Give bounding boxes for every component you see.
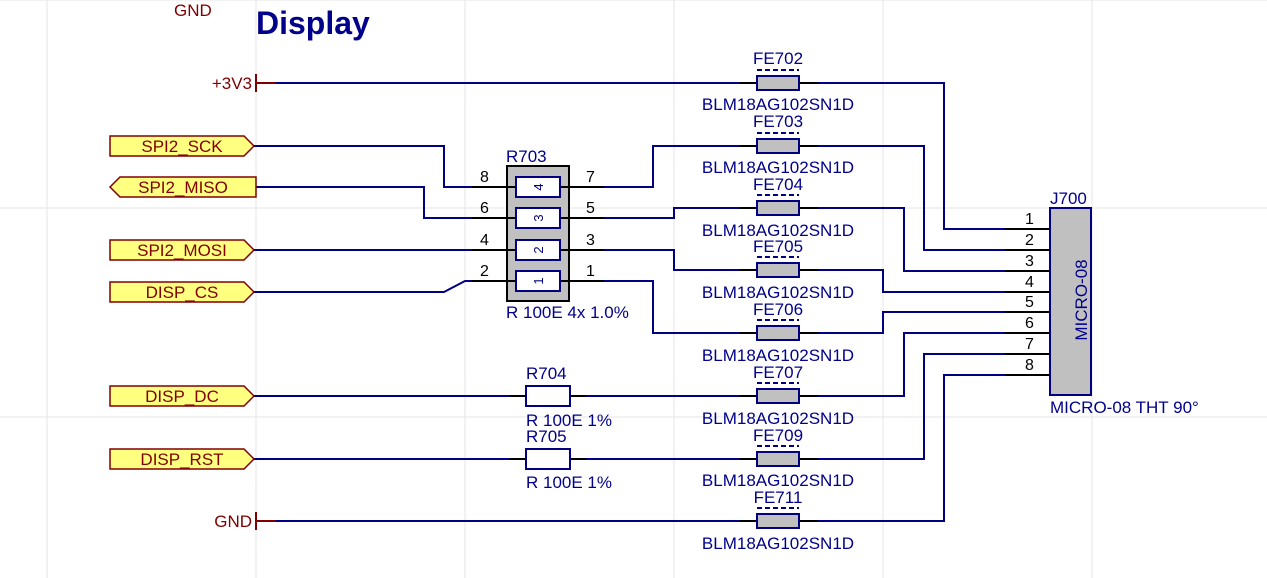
power-port-3v3[interactable]: +3V3: [212, 74, 276, 93]
port-disp-dc-label: DISP_DC: [145, 387, 219, 406]
j700-pin-2: 2: [1025, 232, 1034, 249]
r704-value: R 100E 1%: [526, 411, 612, 430]
r703-pin-7: 7: [586, 169, 595, 186]
j700-value: MICRO-08 THT 90°: [1050, 398, 1199, 417]
port-disp-cs-label: DISP_CS: [146, 283, 219, 302]
r703-pin-1: 1: [586, 263, 595, 280]
j700-pin-4: 4: [1025, 274, 1034, 291]
fe709-designator: FE709: [753, 426, 803, 445]
j700-designator: J700: [1050, 189, 1087, 208]
j700-pin-7: 7: [1025, 336, 1034, 353]
resistor-r705[interactable]: R705 R 100E 1%: [510, 427, 612, 492]
j700-body-label: MICRO-08: [1072, 259, 1091, 340]
resistor-array-r703[interactable]: R703 4 3 2 1 8 6 4 2 7 5 3 1 R 100E 4x 1…: [472, 147, 629, 322]
connector-j700[interactable]: J700 1 2 3 4 5 6 7 8 MICRO-08 MICRO-08 T…: [1005, 189, 1199, 417]
power-port-gnd[interactable]: GND: [214, 512, 276, 531]
ferrite-fe705[interactable]: FE705 BLM18AG102SN1D: [702, 237, 854, 302]
ferrite-fe707[interactable]: FE707 BLM18AG102SN1D: [702, 363, 854, 428]
sheet-title: Display: [256, 5, 370, 41]
power-port-gnd-label: GND: [214, 512, 252, 531]
top-gnd-net-label: GND: [174, 1, 212, 20]
r703-element-3: 3: [531, 214, 546, 221]
r705-value: R 100E 1%: [526, 473, 612, 492]
ferrite-fe711[interactable]: FE711 BLM18AG102SN1D: [702, 488, 854, 553]
ferrite-fe703[interactable]: FE703 BLM18AG102SN1D: [702, 112, 854, 177]
port-spi2-sck[interactable]: SPI2_SCK: [109, 135, 256, 157]
r704-designator: R704: [526, 364, 567, 383]
port-disp-rst-label: DISP_RST: [140, 450, 223, 469]
fe706-designator: FE706: [753, 300, 803, 319]
ferrite-fe702[interactable]: FE702 BLM18AG102SN1D: [702, 49, 854, 114]
r705-designator: R705: [526, 427, 567, 446]
j700-pin-5: 5: [1025, 294, 1034, 311]
wires: [254, 82, 1050, 522]
fe707-designator: FE707: [753, 363, 803, 382]
j700-pin-3: 3: [1025, 253, 1034, 270]
r703-pin-2: 2: [480, 263, 489, 280]
fe702-value: BLM18AG102SN1D: [702, 95, 854, 114]
j700-pin-1: 1: [1025, 211, 1034, 228]
port-spi2-miso[interactable]: SPI2_MISO: [108, 176, 257, 198]
r703-pin-8: 8: [480, 169, 489, 186]
fe703-value: BLM18AG102SN1D: [702, 158, 854, 177]
r703-element-2: 2: [531, 246, 546, 253]
port-disp-rst[interactable]: DISP_RST: [109, 448, 256, 470]
fe706-value: BLM18AG102SN1D: [702, 346, 854, 365]
resistor-r704[interactable]: R704 R 100E 1%: [510, 364, 612, 430]
fe702-designator: FE702: [753, 49, 803, 68]
r703-value: R 100E 4x 1.0%: [506, 303, 629, 322]
fe704-designator: FE704: [753, 175, 803, 194]
power-port-3v3-label: +3V3: [212, 74, 252, 93]
fe703-designator: FE703: [753, 112, 803, 131]
r703-pin-5: 5: [586, 200, 595, 217]
ferrite-fe706[interactable]: FE706 BLM18AG102SN1D: [702, 300, 854, 365]
port-disp-dc[interactable]: DISP_DC: [109, 385, 256, 407]
fe707-value: BLM18AG102SN1D: [702, 409, 854, 428]
r703-pin-3: 3: [586, 232, 595, 249]
r703-element-1: 1: [531, 277, 546, 284]
fe705-value: BLM18AG102SN1D: [702, 283, 854, 302]
ferrite-fe709[interactable]: FE709 BLM18AG102SN1D: [702, 426, 854, 490]
port-spi2-miso-label: SPI2_MISO: [138, 178, 228, 197]
fe711-designator: FE711: [754, 488, 803, 507]
r703-pin-4: 4: [480, 232, 489, 249]
r703-element-4: 4: [531, 183, 546, 190]
port-spi2-mosi-label: SPI2_MOSI: [137, 241, 227, 260]
ferrite-fe704[interactable]: FE704 BLM18AG102SN1D: [702, 175, 854, 240]
port-disp-cs[interactable]: DISP_CS: [109, 281, 256, 303]
j700-pin-8: 8: [1025, 357, 1034, 374]
port-spi2-sck-label: SPI2_SCK: [141, 137, 223, 156]
fe711-value: BLM18AG102SN1D: [702, 534, 854, 553]
fe705-designator: FE705: [753, 237, 803, 256]
r703-pin-6: 6: [480, 200, 489, 217]
port-spi2-mosi[interactable]: SPI2_MOSI: [109, 239, 256, 261]
fe709-value: BLM18AG102SN1D: [702, 471, 854, 490]
fe704-value: BLM18AG102SN1D: [702, 221, 854, 240]
j700-pin-6: 6: [1025, 315, 1034, 332]
r703-designator: R703: [506, 147, 547, 166]
